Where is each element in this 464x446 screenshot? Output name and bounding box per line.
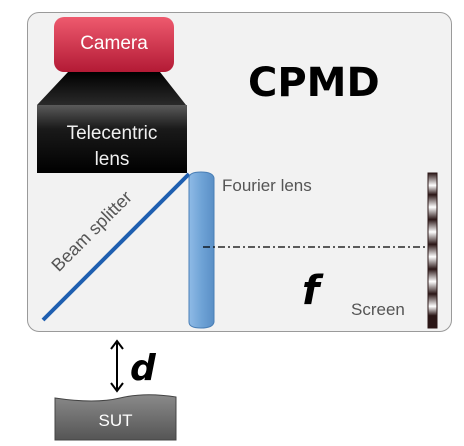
telecentric-lens-cone: [37, 72, 186, 105]
focal-length-symbol: f: [302, 268, 320, 314]
sut-label: SUT: [98, 411, 133, 430]
beam-splitter: [41, 172, 191, 322]
fourier-lens: [188, 171, 215, 329]
camera-label: Camera: [80, 33, 148, 54]
diagram-title: CPMD: [248, 60, 380, 106]
camera-body: [54, 17, 174, 72]
sut-sample: [54, 394, 177, 441]
telecentric-lens-label-line2: lens: [94, 149, 130, 170]
telecentric-lens-label-line1: Telecentric: [66, 123, 158, 144]
distance-arrow-head-up: [110, 339, 124, 350]
screen: [427, 172, 438, 329]
fourier-lens-label: Fourier lens: [222, 176, 312, 195]
screen-label: Screen: [351, 300, 405, 319]
telecentric-lens-body: [37, 105, 187, 173]
telecentric-lens-label: Telecentric lens: [37, 121, 187, 173]
distance-arrow-head-down: [110, 382, 124, 393]
distance-symbol: d: [130, 348, 156, 389]
